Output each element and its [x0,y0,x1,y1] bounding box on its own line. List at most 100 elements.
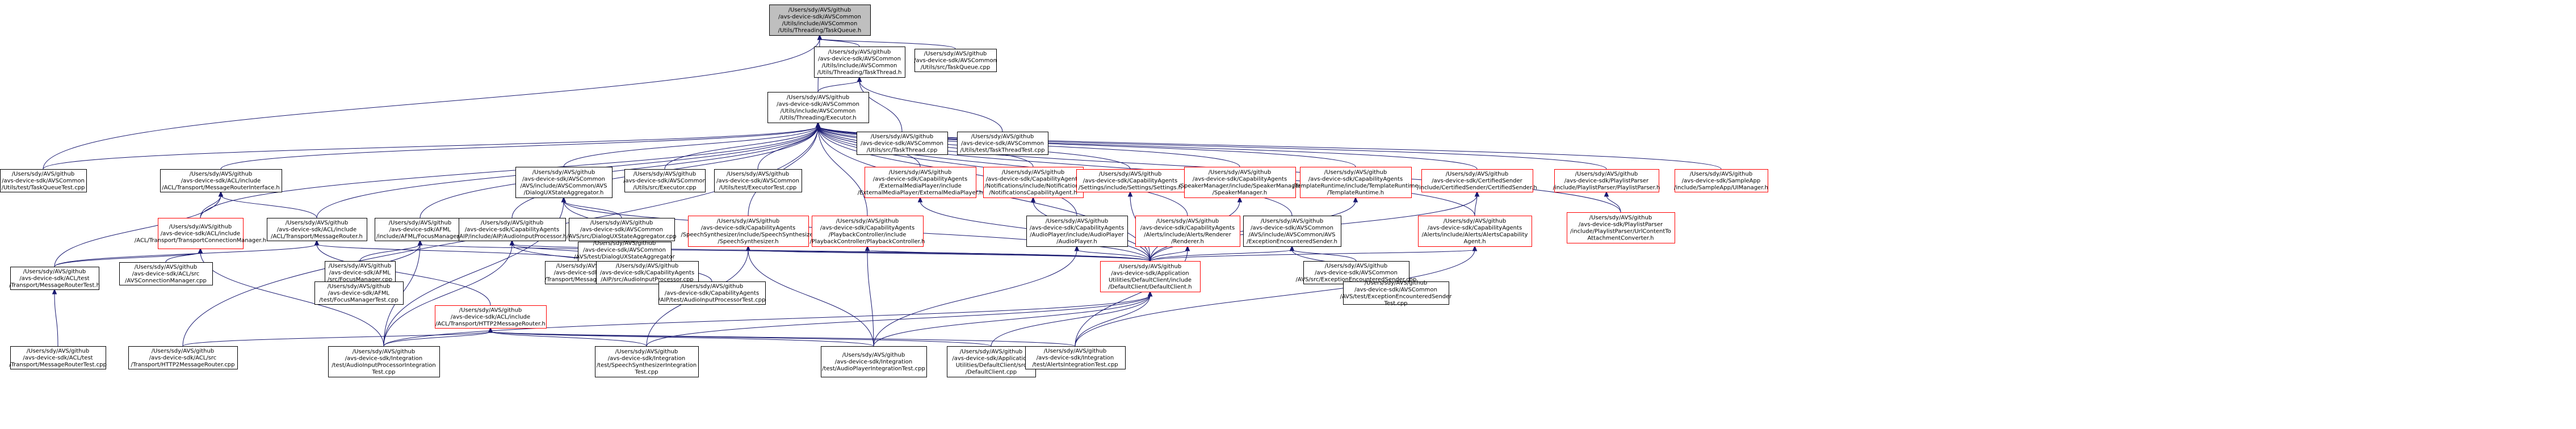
file-node-settings-h[interactable]: /Users/sdy/AVS/github/avs-device-sdk/Cap… [1076,169,1185,192]
file-node-alertsrenderer-h[interactable]: /Users/sdy/AVS/github/avs-device-sdk/Cap… [1135,216,1240,247]
file-node-alertsintegration-cpp[interactable]: /Users/sdy/AVS/github/avs-device-sdk/Int… [1025,346,1126,369]
file-node-label-line: /AVS/test/DialogUXStateAggregator [574,254,675,260]
file-node-label-line: /avs-device-sdk/CapabilityAgents [1193,176,1287,183]
file-node-tmrtest-h[interactable]: /Users/sdy/AVS/github/avs-device-sdk/ACL… [9,267,100,290]
file-node-aiptest-cpp[interactable]: /Users/sdy/AVS/github/avs-device-sdk/Cap… [658,281,766,305]
file-node-box [596,261,699,284]
file-node-label-line: /ExternalMediaPlayer/ExternalMediaPlayer… [858,190,983,196]
file-node-aip-cpp[interactable]: /Users/sdy/AVS/github/avs-device-sdk/Cap… [596,261,699,284]
file-node-ees-cpp[interactable]: /Users/sdy/AVS/github/avs-device-sdk/AVS… [1296,261,1417,284]
file-node-label-line: /avs-device-sdk/CapabilityAgents [986,176,1080,183]
file-node-label-line: /test/AlertsIntegrationTest.cpp [1032,362,1118,368]
file-node-tmrtest-cpp[interactable]: /Users/sdy/AVS/github/avs-device-sdk/ACL… [9,346,107,369]
edge-arrowhead [917,196,923,203]
file-node-taskthread-cpp[interactable]: /Users/sdy/AVS/github/avs-device-sdk/AVS… [857,132,948,155]
include-edge [182,331,491,347]
file-node-ss-h[interactable]: /Users/sdy/AVS/github/avs-device-sdk/Cap… [681,216,816,247]
file-node-aipintegration-cpp[interactable]: /Users/sdy/AVS/github/avs-device-sdk/Int… [328,346,440,377]
file-node-nca-h[interactable]: /Users/sdy/AVS/github/avs-device-sdk/Cap… [983,167,1084,198]
file-node-http2mr-h[interactable]: /Users/sdy/AVS/github/avs-device-sdk/ACL… [435,305,547,329]
file-node-label-line: /Users/sdy/AVS/github [1325,263,1387,270]
edge-arrowhead [1237,196,1243,203]
file-node-label-line: /AVS/include/AVSCommon/AVS [1249,232,1336,238]
edge-arrowhead [1472,245,1478,251]
file-node-box [947,346,1036,377]
file-node-box [578,242,672,265]
file-node-label-line: /avs-device-sdk/CapabilityAgents [820,225,914,232]
file-node-dsa-cpp[interactable]: /Users/sdy/AVS/github/avs-device-sdk/AVS… [567,218,677,241]
file-node-acfc-h[interactable]: /Users/sdy/AVS/github/avs-device-sdk/Pla… [1567,212,1675,243]
file-node-focusmgrtest-cpp[interactable]: /Users/sdy/AVS/github/avs-device-sdk/AFM… [314,281,404,305]
file-node-label-line: /Users/sdy/AVS/github [23,269,86,275]
include-edge [859,80,903,132]
file-node-apintegration-cpp[interactable]: /Users/sdy/AVS/github/avs-device-sdk/Int… [821,346,927,377]
edge-arrowhead [509,239,515,246]
file-node-label-line: /Users/sdy/AVS/github [836,218,899,225]
file-node-label-line: /Users/sdy/AVS/github [1099,171,1161,178]
file-node-label-line: Test.cpp [1383,301,1407,307]
file-node-root[interactable]: /Users/sdy/AVS/github/avs-device-sdk/AVS… [769,5,871,36]
file-node-defaultclient-cpp[interactable]: /Users/sdy/AVS/github/avs-device-sdk/App… [947,346,1036,377]
file-node-templateruntime-h[interactable]: /Users/sdy/AVS/github/avs-device-sdk/Cap… [1293,167,1419,198]
file-node-label-line: /Users/sdy/AVS/github [1119,264,1181,270]
file-node-label-line: /Users/sdy/AVS/github [329,263,391,270]
file-node-label-line: /ACL/Transport/MessageRouter.h [271,234,363,240]
include-edge [200,125,819,218]
file-node-label-line: /Utils/Threading/TaskQueue.h [778,28,862,34]
file-node-label-line: /avs-device-sdk/ACL/src [554,270,622,276]
file-node-taskqueuetest-cpp[interactable]: /Users/sdy/AVS/github/avs-device-sdk/AVS… [0,169,87,192]
file-node-focusmgr-h[interactable]: /Users/sdy/AVS/github/avs-device-sdk/AFM… [375,218,466,241]
file-node-playlistparser-h[interactable]: /Users/sdy/AVS/github/avs-device-sdk/Pla… [1553,169,1660,192]
edge-arrowhead [1289,245,1295,251]
file-node-label-line: /NotificationsCapabilityAgent.h [989,190,1077,196]
file-node-label-line: /avs-device-sdk/AFML [329,270,391,276]
file-node-taskthreadtest-cpp[interactable]: /Users/sdy/AVS/github/avs-device-sdk/AVS… [957,132,1048,155]
file-node-alertsca-h[interactable]: /Users/sdy/AVS/github/avs-device-sdk/Cap… [1418,216,1532,247]
file-node-uimanager-h[interactable]: /Users/sdy/AVS/github/avs-device-sdk/Sam… [1674,169,1768,192]
file-node-executor-h[interactable]: /Users/sdy/AVS/github/avs-device-sdk/AVS… [767,92,869,123]
file-node-box [314,281,404,305]
file-node-label-line: /Users/sdy/AVS/github [828,49,891,56]
file-node-dsa-h[interactable]: /Users/sdy/AVS/github/avs-device-sdk/AVS… [515,167,612,198]
file-node-label-line: /avs-device-sdk/CapabilityAgents [701,225,795,232]
include-edge [664,125,819,170]
file-node-speakermgr-h[interactable]: /Users/sdy/AVS/github/avs-device-sdk/Cap… [1178,167,1302,198]
edge-arrowhead [1353,196,1358,203]
file-node-emp-h[interactable]: /Users/sdy/AVS/github/avs-device-sdk/Cap… [858,167,983,198]
file-node-label-line: /Users/sdy/AVS/github [12,171,74,178]
file-node-pc-h[interactable]: /Users/sdy/AVS/github/avs-device-sdk/Cap… [810,216,925,247]
include-edge [1474,195,1478,216]
include-edge [220,195,317,218]
include-edge [54,292,58,347]
include-edge [873,249,1077,347]
file-node-label-line: /avs-device-sdk/AVSCommon [583,247,666,254]
file-node-ees-h[interactable]: /Users/sdy/AVS/github/avs-device-sdk/AVS… [1243,216,1341,247]
file-node-label-line: /ACL/Transport/TransportConnectionManage… [135,238,266,244]
file-node-label-line: /Transport/HTTP2MessageRouter.cpp [131,362,234,368]
file-node-eestest-cpp[interactable]: /Users/sdy/AVS/github/avs-device-sdk/AVS… [1340,280,1453,307]
file-node-certsender-h[interactable]: /Users/sdy/AVS/github/avs-device-sdk/Cer… [1417,169,1537,192]
file-node-audioplayer-h[interactable]: /Users/sdy/AVS/github/avs-device-sdk/Cap… [1026,216,1128,247]
file-node-tcm-cpp[interactable]: /Users/sdy/AVS/github/avs-device-sdk/ACL… [119,262,213,285]
file-node-aip-h[interactable]: /Users/sdy/AVS/github/avs-device-sdk/Cap… [458,218,567,241]
file-node-taskthread-h[interactable]: /Users/sdy/AVS/github/avs-device-sdk/AVS… [814,47,905,78]
file-node-executortest-cpp[interactable]: /Users/sdy/AVS/github/avs-device-sdk/AVS… [714,169,802,192]
file-node-taskqueue-cpp[interactable]: /Users/sdy/AVS/github/avs-device-sdk/AVS… [914,49,997,72]
include-edge [1149,249,1293,262]
file-node-label-line: /avs-device-sdk/CapabilityAgents [1030,225,1124,232]
file-node-tmri-h[interactable]: /Users/sdy/AVS/github/avs-device-sdk/ACL… [160,169,282,192]
file-node-box [1100,261,1201,292]
file-node-ssintegration-cpp[interactable]: /Users/sdy/AVS/github/avs-device-sdk/Int… [595,346,699,377]
file-node-label-line: /Users/sdy/AVS/github [169,224,232,230]
file-node-executor-cpp[interactable]: /Users/sdy/AVS/github/avs-device-sdk/AVS… [623,169,706,192]
file-node-label-line: /Utils/test/ExecutorTest.cpp [719,185,796,191]
file-node-tcm-h[interactable]: /Users/sdy/AVS/github/avs-device-sdk/ACL… [135,218,266,249]
file-node-label-line: /avs-device-sdk/CapabilityAgents [873,176,967,183]
file-node-defaultclient-h[interactable]: /Users/sdy/AVS/github/avs-device-sdk/App… [1100,261,1201,292]
file-node-label-line: /include/SampleApp/UIManager.h [1674,185,1768,191]
file-node-label-line: /Users/sdy/AVS/github [1446,171,1508,178]
include-edge [1076,249,1151,262]
file-node-tmr-h[interactable]: /Users/sdy/AVS/github/avs-device-sdk/ACL… [267,218,367,241]
file-node-http2mr-cpp[interactable]: /Users/sdy/AVS/github/avs-device-sdk/ACL… [128,346,238,369]
file-node-focusmgr-cpp[interactable]: /Users/sdy/AVS/github/avs-device-sdk/AFM… [325,261,396,284]
